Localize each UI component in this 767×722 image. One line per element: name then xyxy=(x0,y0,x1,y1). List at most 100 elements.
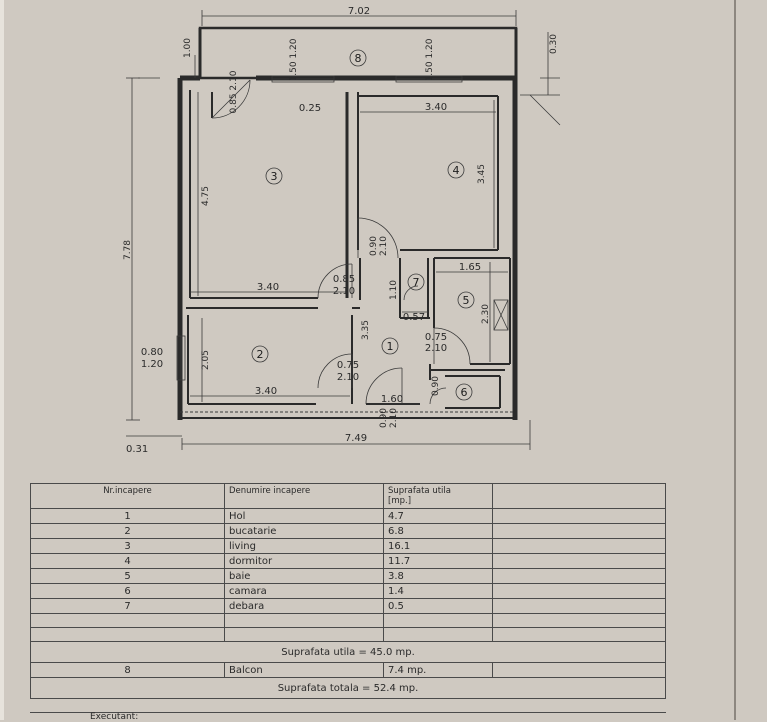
cell-empty xyxy=(492,598,666,614)
cell-room-name: baie xyxy=(224,568,384,584)
dim-window-2: 1.50 1.20 xyxy=(425,38,435,81)
cell-balcony-area: 7.4 mp. xyxy=(383,662,493,678)
dim-kitchen-window: 0.80 xyxy=(141,347,163,358)
dim-window-1: 1.50 1.20 xyxy=(289,38,299,81)
cell-room-area: 1.4 xyxy=(383,583,493,599)
room-2-marker: 2 xyxy=(257,348,264,361)
table-row: Suprafata totala = 52.4 mp. xyxy=(30,677,666,699)
table-row xyxy=(30,627,666,642)
header-room-name: Denumire incapere xyxy=(224,483,384,509)
dim-door-bath: 0.75 xyxy=(425,332,447,343)
dim-bottom-total: 7.49 xyxy=(345,433,367,444)
cell-empty xyxy=(383,613,493,628)
paper-edge-right xyxy=(734,0,736,720)
footer-strip: Executant: xyxy=(30,712,666,722)
cell-empty xyxy=(492,568,666,584)
dim-bath-width: 1.65 xyxy=(459,262,481,273)
dim-balcony-right: 0.30 xyxy=(549,34,559,54)
cell-empty xyxy=(492,583,666,599)
cell-balcony-name: Balcon xyxy=(224,662,384,678)
dim-door-camara: 0.90 xyxy=(431,376,441,396)
table-row: Suprafata utila = 45.0 mp. xyxy=(30,641,666,663)
dim-room4-height: 3.45 xyxy=(477,164,487,184)
dim-kitchen-width: 3.40 xyxy=(255,386,277,397)
dim-bath-height: 2.30 xyxy=(481,304,491,324)
cell-room-area: 3.8 xyxy=(383,568,493,584)
dim-door-entry: 0.90 xyxy=(379,408,389,428)
cell-room-number: 5 xyxy=(30,568,225,584)
cell-room-number: 2 xyxy=(30,523,225,539)
room-area-table: Nr.incapere Denumire incapere Suprafata … xyxy=(30,483,666,699)
dimension-lines xyxy=(126,10,561,450)
dim-door-living: 0.85 xyxy=(333,274,355,285)
cell-room-name: camara xyxy=(224,583,384,599)
cell-room-name: living xyxy=(224,538,384,554)
outer-walls xyxy=(138,75,518,420)
dim-room3-top: 0.25 xyxy=(299,103,321,114)
cell-empty xyxy=(224,627,384,642)
door-swings xyxy=(211,79,471,405)
dim-top-total: 7.02 xyxy=(348,6,370,17)
cell-room-number: 7 xyxy=(30,598,225,614)
window-top-right xyxy=(395,75,463,83)
dim-hall-height: 3.35 xyxy=(361,320,371,340)
dim-room4-width: 3.40 xyxy=(425,102,447,113)
room-3-marker: 3 xyxy=(271,170,278,183)
dim-door-living-top: 0.85 2.10 xyxy=(229,70,239,113)
cell-room-area: 4.7 xyxy=(383,508,493,524)
dim-left-total: 7.78 xyxy=(123,240,133,260)
cell-room-name: Hol xyxy=(224,508,384,524)
dim-door-kitchen-h: 2.10 xyxy=(337,372,359,383)
cell-room-number: 4 xyxy=(30,553,225,569)
room-markers: 1 2 3 4 5 6 7 8 xyxy=(251,49,475,401)
dim-balcony-depth: 1.00 xyxy=(183,38,193,58)
dim-kitchen-height: 2.05 xyxy=(201,350,211,370)
dim-door-bedroom: 0.90 xyxy=(369,236,379,256)
kitchen-window xyxy=(176,335,186,381)
dim-debara-width: 1.10 xyxy=(389,280,399,300)
footer-label: Executant: xyxy=(90,712,139,722)
dim-door-living-h: 2.10 xyxy=(333,286,355,297)
cell-empty xyxy=(492,538,666,554)
dim-window-1-width: 1.50 1.20 xyxy=(289,38,299,81)
table-row xyxy=(30,613,666,628)
cell-empty xyxy=(492,523,666,539)
window-top-left xyxy=(271,75,335,83)
room-8-marker: 8 xyxy=(355,52,362,65)
cell-empty xyxy=(224,613,384,628)
vent-shaft xyxy=(493,299,509,331)
dim-door-entry-h: 2.10 xyxy=(389,408,399,428)
dim-room3-width: 3.40 xyxy=(257,282,279,293)
dim-kitchen-window-h: 1.20 xyxy=(141,359,163,370)
cell-room-area: 16.1 xyxy=(383,538,493,554)
dim-entry-width: 1.60 xyxy=(381,394,403,405)
cell-balcony-number: 8 xyxy=(30,662,225,678)
cell-room-area: 11.7 xyxy=(383,553,493,569)
cell-room-number: 3 xyxy=(30,538,225,554)
cell-empty xyxy=(30,613,225,628)
dim-window-2-width: 1.50 1.20 xyxy=(425,38,435,81)
paper-edge-left xyxy=(0,0,4,720)
cell-empty xyxy=(30,627,225,642)
table-header-row: Nr.incapere Denumire incapere Suprafata … xyxy=(30,483,666,509)
cell-empty xyxy=(492,508,666,524)
cell-empty xyxy=(492,627,666,642)
cell-room-name: debara xyxy=(224,598,384,614)
room-5-marker: 5 xyxy=(463,294,470,307)
dim-bottom-left-offset: 0.31 xyxy=(126,444,148,455)
cell-empty xyxy=(492,553,666,569)
dim-door-bedroom-h: 2.10 xyxy=(379,236,389,256)
cell-room-name: bucatarie xyxy=(224,523,384,539)
cell-room-number: 6 xyxy=(30,583,225,599)
header-room-area: Suprafata utila [mp.] xyxy=(383,483,493,509)
cell-room-area: 0.5 xyxy=(383,598,493,614)
